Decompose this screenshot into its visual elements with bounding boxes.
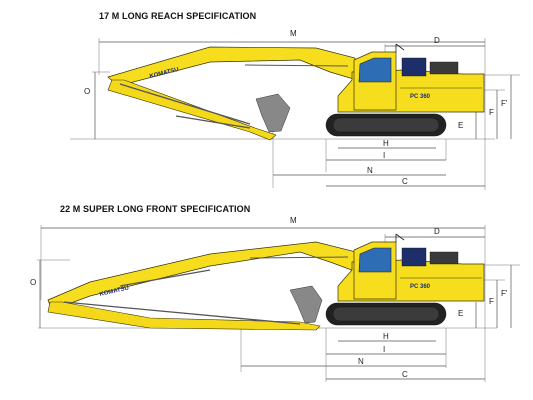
top-cab-window — [358, 57, 392, 83]
top-label-f-prime: F' — [501, 99, 508, 108]
bottom-arm — [47, 301, 321, 331]
top-label-e: E — [458, 121, 463, 130]
bottom-bucket — [289, 285, 323, 324]
bottom-label-e: E — [458, 309, 463, 318]
bottom-dimension-d: D — [384, 227, 485, 250]
bottom-excavator: PC 360 KOMATSU — [47, 233, 485, 331]
top-diagram: M D O F F' E — [70, 29, 520, 190]
top-label-n: N — [367, 166, 373, 175]
top-dimension-d: D — [384, 36, 485, 60]
bottom-label-f-prime: F' — [501, 289, 508, 298]
bottom-diagram: M D O F F' E — [30, 216, 520, 382]
bottom-label-n: N — [358, 357, 364, 366]
top-label-i: I — [383, 151, 385, 160]
bottom-label-f: F — [489, 297, 494, 306]
top-label-h: H — [383, 139, 389, 148]
bottom-label-o: O — [30, 278, 36, 287]
top-dimension-bottom: H I N C — [272, 128, 485, 188]
bottom-cab-window — [358, 247, 392, 273]
bottom-engine-grille — [401, 247, 427, 267]
bottom-label-m: M — [290, 216, 297, 225]
top-diagram-title: 17 M LONG REACH SPECIFICATION — [99, 11, 257, 21]
bottom-dimension-bottom: H I N C — [240, 318, 485, 382]
top-label-c: C — [402, 177, 408, 186]
top-boom — [107, 46, 358, 87]
top-dimension-o: O — [84, 71, 110, 139]
top-label-f: F — [489, 108, 494, 117]
bottom-model-badge: PC 360 — [410, 284, 431, 290]
top-label-m: M — [290, 29, 297, 38]
top-excavator: PC 360 KOMATSU — [107, 43, 485, 141]
bottom-label-c: C — [402, 370, 408, 379]
bottom-label-h: H — [383, 332, 389, 341]
bottom-dimension-m: M — [40, 216, 486, 382]
bottom-label-d: D — [434, 227, 440, 236]
top-label-o: O — [84, 87, 90, 96]
top-bucket — [255, 93, 291, 133]
top-engine-grille — [401, 57, 427, 77]
bottom-boom — [47, 241, 358, 311]
bottom-diagram-title: 22 M SUPER LONG FRONT SPECIFICATION — [60, 204, 251, 214]
top-label-d: D — [434, 36, 440, 45]
top-dimension-m: M — [98, 29, 486, 190]
bottom-dimension-o: O — [30, 259, 70, 328]
top-model-badge: PC 360 — [410, 94, 431, 100]
top-arm — [107, 79, 277, 141]
bottom-label-i: I — [383, 345, 385, 354]
